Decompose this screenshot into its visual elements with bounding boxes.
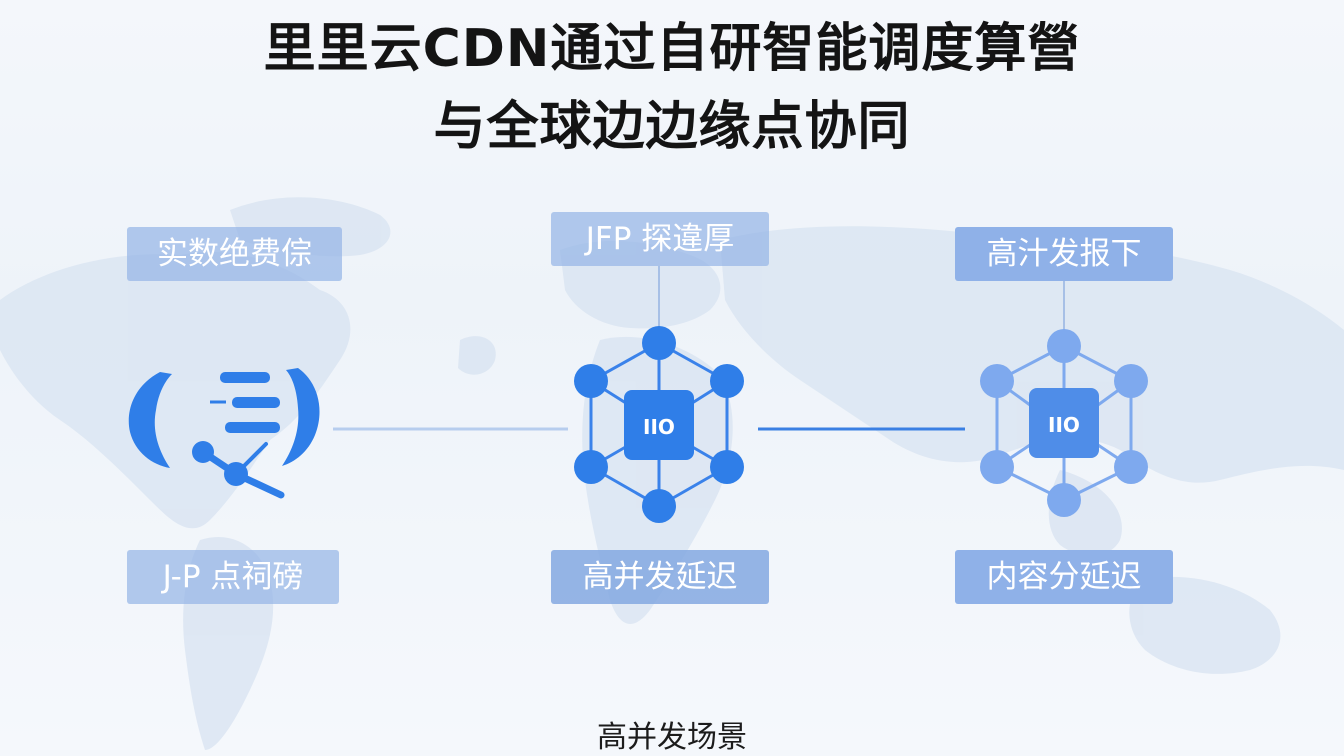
title-line-2: 与全球边边缘点协同 [433, 97, 911, 157]
label-top-left: 实数绝费倧 [127, 227, 342, 281]
search-analytics-icon [128, 368, 320, 499]
network-hub-icon-center: IIO [574, 326, 744, 523]
label-bottom-right: 内容分延迟 [955, 550, 1173, 604]
caption: 高并发场景 [597, 720, 747, 755]
title-line-1: 里里云CDN通过自研智能调度算營 [263, 19, 1081, 79]
label-bottom-left: J-P 点祠磅 [127, 550, 339, 604]
right-chip-label: IIO [1048, 413, 1080, 437]
label-bottom-center: 高并发延迟 [551, 550, 769, 604]
center-chip-label: IIO [643, 415, 675, 439]
network-hub-icon-right: IIO [980, 329, 1148, 517]
label-top-right: 高汁发报下 [955, 227, 1173, 281]
label-top-center: JFP 探違厚 [551, 212, 769, 266]
